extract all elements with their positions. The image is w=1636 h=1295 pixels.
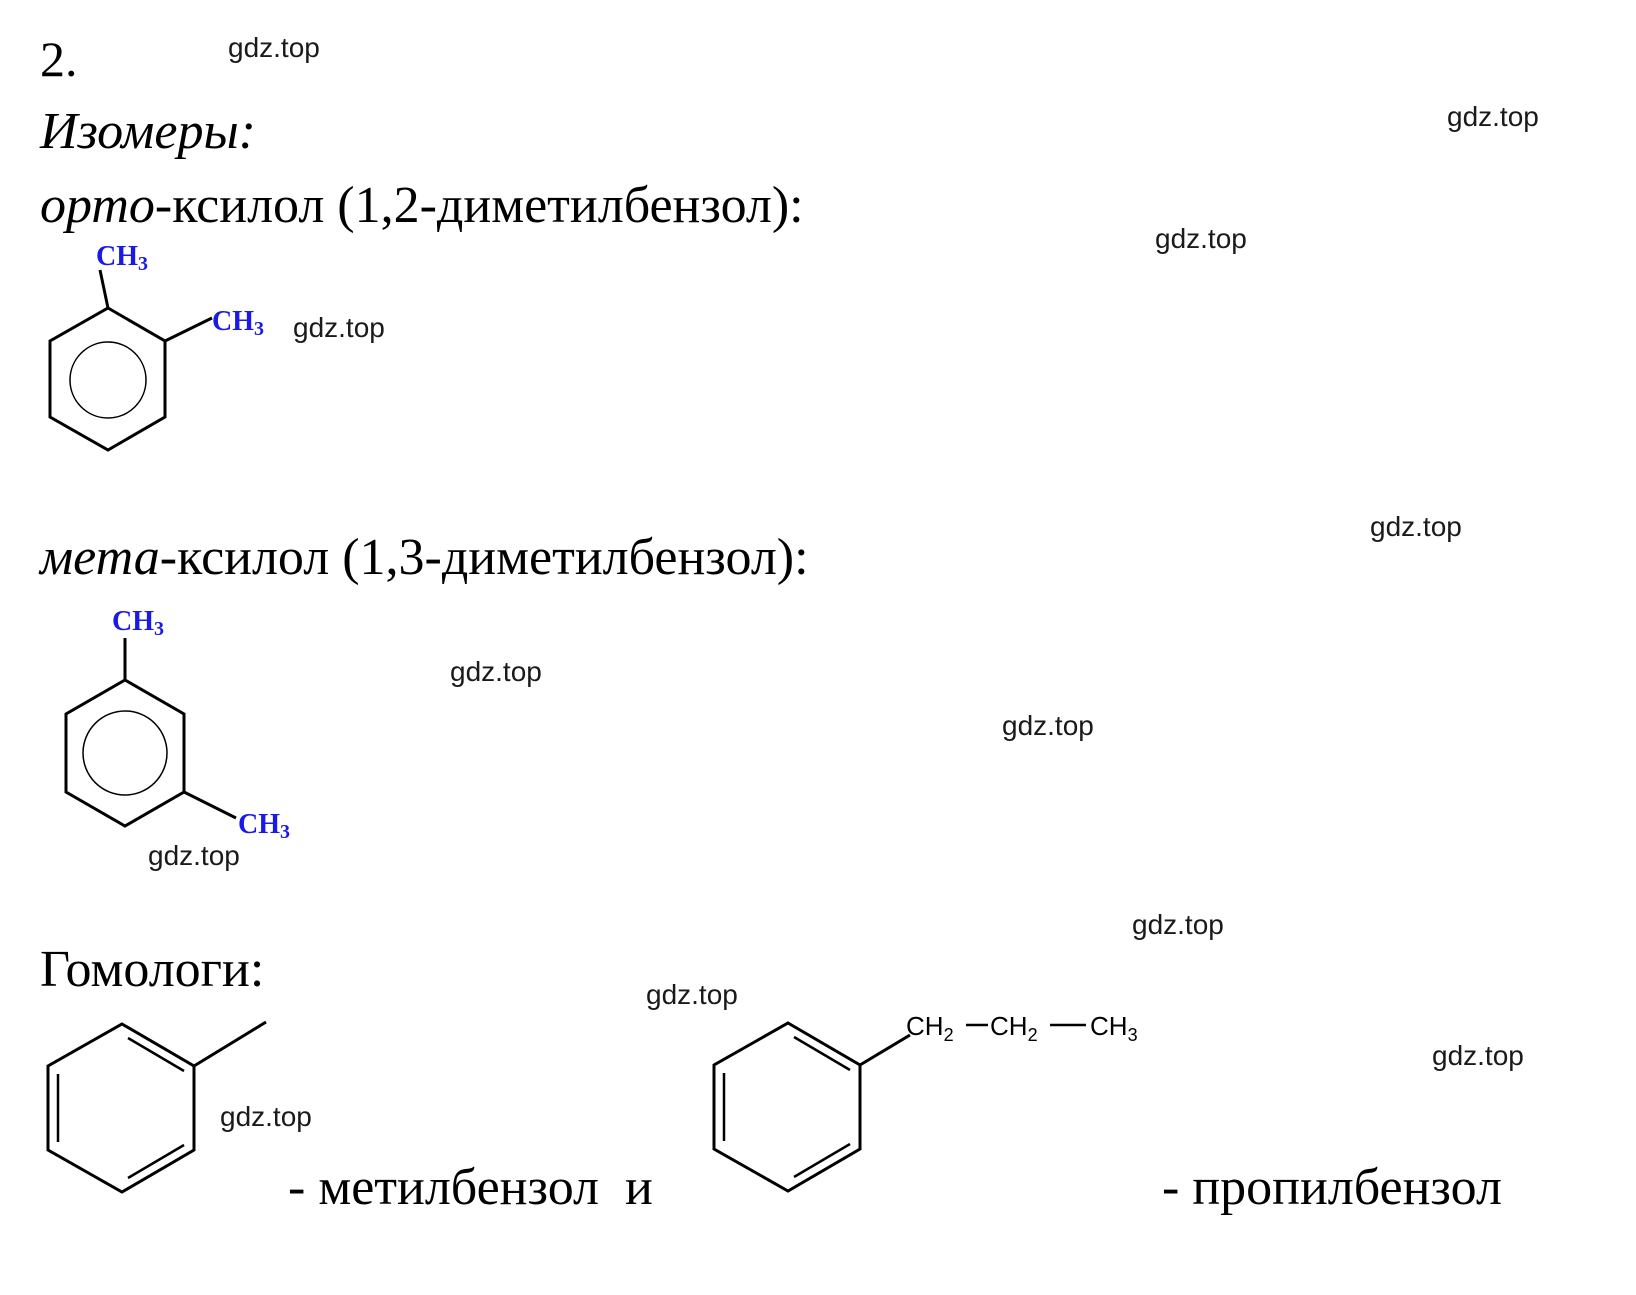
watermark: gdz.top: [1155, 223, 1247, 254]
meta-bond-2: [183, 790, 237, 820]
propyl-c1: CH2: [906, 1011, 954, 1045]
ortho-xylene-structure: CH3 CH3: [48, 241, 264, 452]
watermark: gdz.top: [1447, 101, 1539, 132]
ortho-ch3-top: CH3: [96, 241, 148, 275]
watermark: gdz.top: [220, 1101, 312, 1132]
methylbenzene-caption: - метилбензол и: [288, 1159, 653, 1216]
ortho-bond-1: [98, 269, 110, 309]
propyl-c3: CH3: [1090, 1011, 1138, 1045]
meta-ring: [64, 678, 186, 828]
watermark: gdz.top: [1370, 511, 1462, 542]
watermark: gdz.top: [148, 840, 240, 871]
meta-xylene-structure: CH3 CH3: [64, 606, 290, 843]
toluene-inner-bond-3: [127, 1143, 185, 1180]
meta-ch3-bottom: CH3: [238, 809, 290, 843]
propylbenzene-ring: [712, 1021, 862, 1193]
watermark: gdz.top: [646, 979, 738, 1010]
toluene-ring: [46, 1022, 196, 1194]
watermark: gdz.top: [1002, 710, 1094, 741]
ortho-ring-circle: [69, 341, 147, 419]
ortho-ring: [48, 306, 167, 452]
meta-ring-circle: [82, 710, 168, 796]
methylbenzene-structure: [46, 1020, 267, 1194]
isomers-heading: Изомеры:: [40, 103, 256, 160]
ortho-ch3-right: CH3: [212, 306, 264, 340]
watermark: gdz.top: [293, 312, 385, 343]
ortho-bond-2: [164, 316, 213, 343]
meta-title-rest: -ксилол (1,3-диметилбензол):: [159, 529, 809, 586]
propylbenzene-chain-bond: [859, 1033, 911, 1067]
propylbenzene-inner-bond-3: [793, 1142, 851, 1179]
watermark: gdz.top: [228, 32, 320, 63]
ortho-title-rest: -ксилол (1,2-диметилбензол):: [154, 177, 804, 234]
homologs-heading: Гомологи:: [40, 941, 265, 998]
meta-ch3-top: CH3: [112, 606, 164, 640]
propylbenzene-caption: - пропилбензол: [1162, 1159, 1502, 1216]
propyl-c2: CH2: [990, 1011, 1038, 1045]
meta-xylene-title: мета-ксилол (1,3-диметилбензол):: [40, 532, 809, 584]
task-number: 2.: [40, 31, 78, 87]
watermark: gdz.top: [450, 656, 542, 687]
ortho-prefix: орто: [40, 177, 155, 234]
meta-prefix: мета: [40, 529, 160, 586]
toluene-inner-bond-2: [127, 1036, 185, 1073]
watermark: gdz.top: [1132, 909, 1224, 940]
propylbenzene-structure: CH2 CH2 CH3: [712, 1011, 1138, 1193]
watermark: gdz.top: [1432, 1040, 1524, 1071]
ortho-xylene-title: орто-ксилол (1,2-диметилбензол):: [40, 180, 804, 232]
propylbenzene-inner-bond-2: [793, 1035, 851, 1072]
toluene-methyl-bond: [193, 1020, 267, 1068]
